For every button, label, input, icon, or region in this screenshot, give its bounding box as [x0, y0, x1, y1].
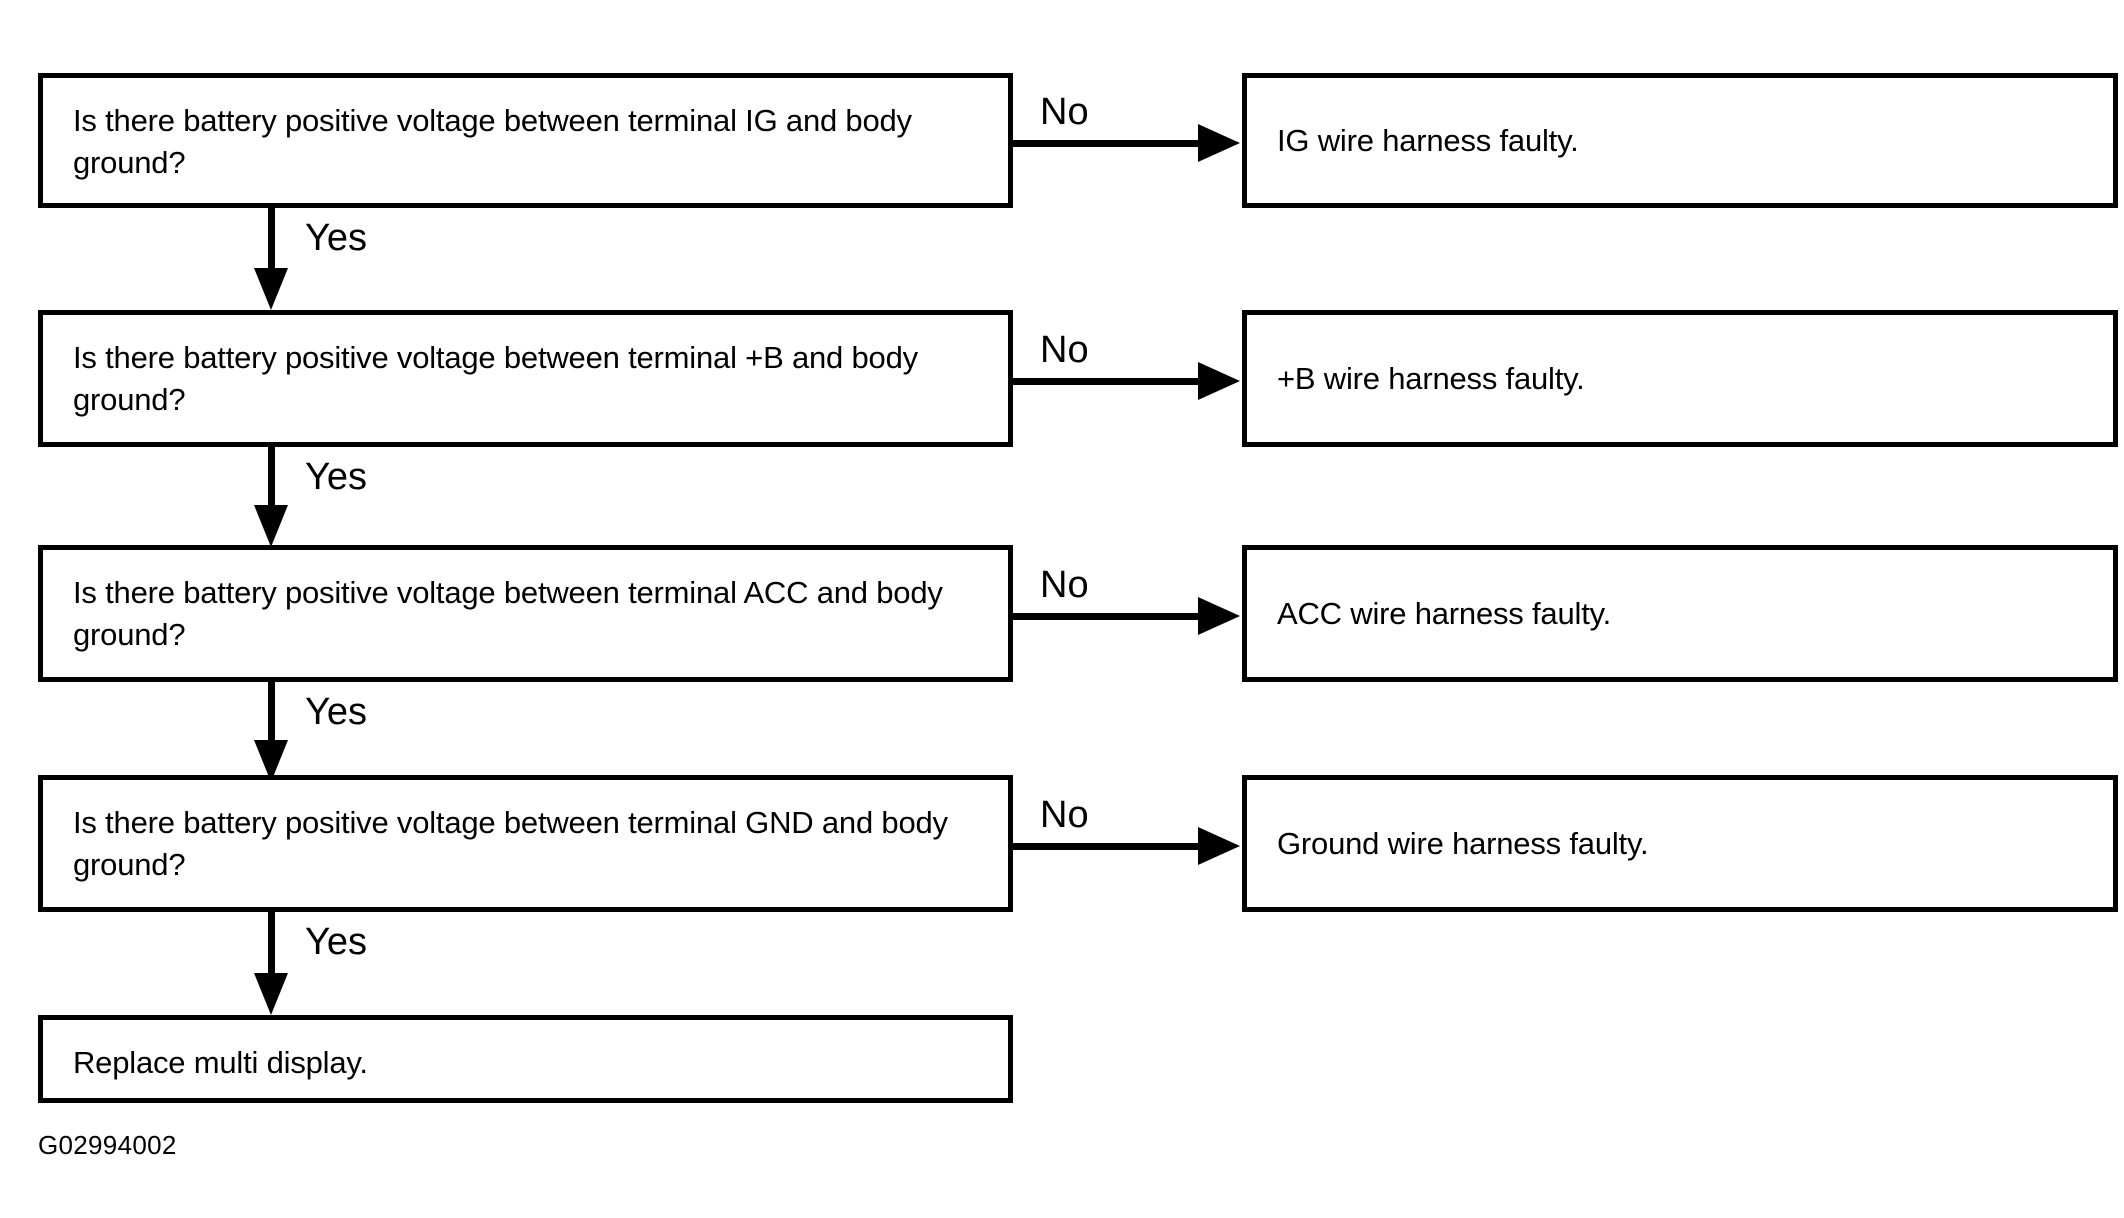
question-box-3-text: Is there battery positive voltage betwee…: [73, 575, 952, 652]
result-box-4[interactable]: Ground wire harness faulty.: [1242, 775, 2118, 912]
no-arrowhead-3: [1198, 597, 1240, 635]
question-box-2[interactable]: Is there battery positive voltage betwee…: [38, 310, 1013, 447]
question-box-1-text: Is there battery positive voltage betwee…: [73, 103, 921, 180]
question-box-2-text: Is there battery positive voltage betwee…: [73, 340, 927, 417]
yes-arrowhead-4: [254, 973, 288, 1015]
question-box-1[interactable]: Is there battery positive voltage betwee…: [38, 73, 1013, 208]
yes-arrowhead-1: [254, 268, 288, 310]
edge-label-yes-2: Yes: [305, 456, 367, 498]
no-connector-line-3: [1012, 613, 1200, 620]
result-box-1[interactable]: IG wire harness faulty.: [1242, 73, 2118, 208]
edge-label-yes-4: Yes: [305, 921, 367, 963]
result-box-2[interactable]: +B wire harness faulty.: [1242, 310, 2118, 447]
edge-label-no-4: No: [1040, 794, 1089, 836]
no-arrowhead-4: [1198, 827, 1240, 865]
yes-connector-line-4: [268, 912, 275, 975]
result-box-3[interactable]: ACC wire harness faulty.: [1242, 545, 2118, 682]
result-box-1-text: IG wire harness faulty.: [1277, 122, 1579, 158]
result-box-2-text: +B wire harness faulty.: [1277, 360, 1585, 396]
no-arrowhead-1: [1198, 124, 1240, 162]
edge-label-yes-1: Yes: [305, 217, 367, 259]
edge-label-yes-3: Yes: [305, 691, 367, 733]
yes-connector-line-3: [268, 682, 275, 742]
no-connector-line-1: [1012, 140, 1200, 147]
final-action-box[interactable]: Replace multi display.: [38, 1015, 1013, 1103]
yes-connector-line-1: [268, 208, 275, 270]
question-box-4-text: Is there battery positive voltage betwee…: [73, 805, 957, 882]
no-connector-line-2: [1012, 378, 1200, 385]
figure-code: G02994002: [38, 1130, 177, 1160]
question-box-4[interactable]: Is there battery positive voltage betwee…: [38, 775, 1013, 912]
result-box-3-text: ACC wire harness faulty.: [1277, 595, 1612, 631]
edge-label-no-3: No: [1040, 564, 1089, 606]
result-box-4-text: Ground wire harness faulty.: [1277, 825, 1649, 861]
yes-connector-line-2: [268, 447, 275, 507]
question-box-3[interactable]: Is there battery positive voltage betwee…: [38, 545, 1013, 682]
no-arrowhead-2: [1198, 362, 1240, 400]
edge-label-no-2: No: [1040, 329, 1089, 371]
edge-label-no-1: No: [1040, 91, 1089, 133]
no-connector-line-4: [1012, 843, 1200, 850]
final-action-text: Replace multi display.: [73, 1045, 368, 1080]
yes-arrowhead-2: [254, 505, 288, 547]
